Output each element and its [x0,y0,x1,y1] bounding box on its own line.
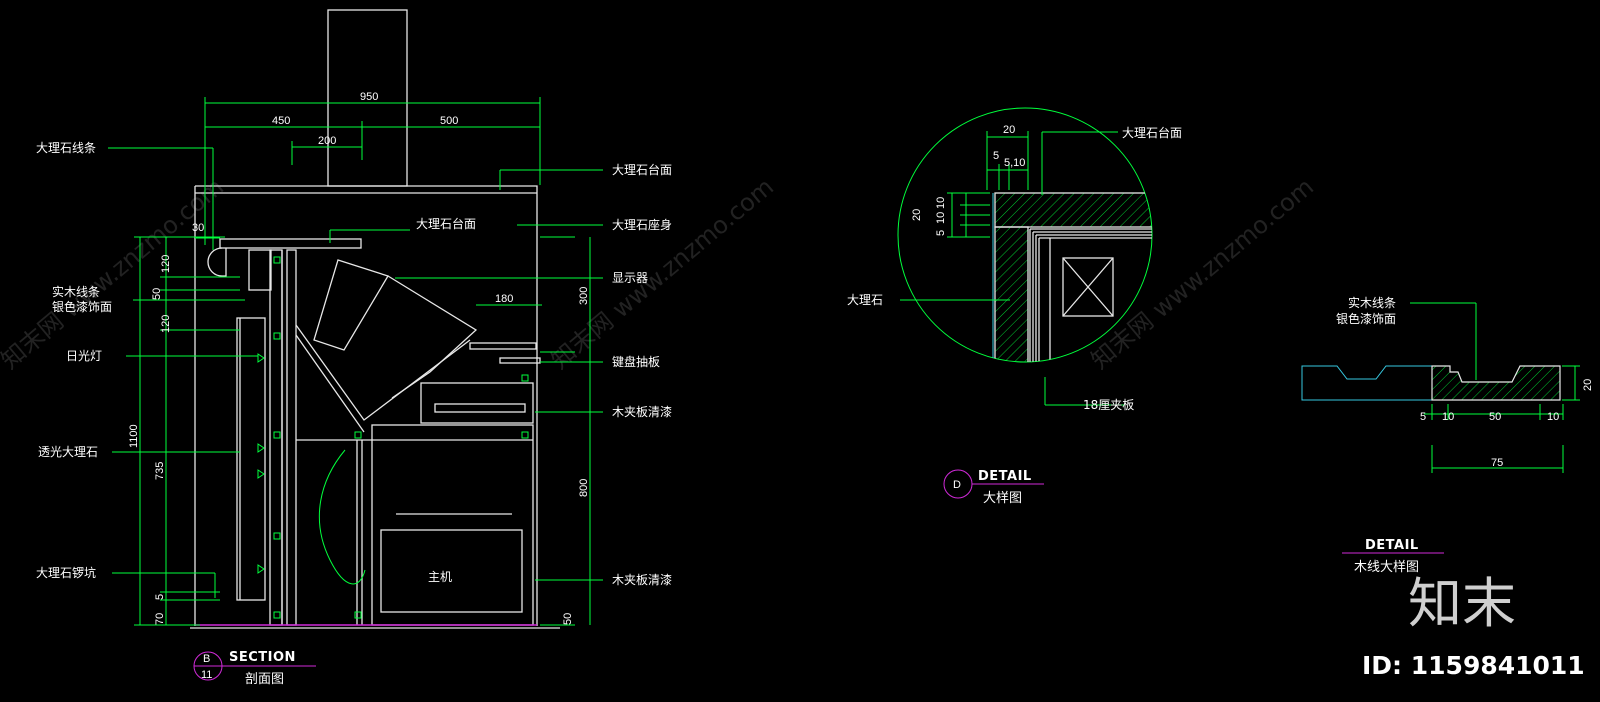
label-marble-body: 大理石座身 [612,217,672,232]
section-dim-lines [108,97,603,626]
dim-1100: 1100 [128,424,140,448]
label-fluorescent: 日光灯 [66,349,102,363]
section-title: SECTION [229,650,296,665]
label-silver-paint: 银色漆饰面 [52,300,112,314]
label-marble-counter-inner: 大理石台面 [416,216,476,231]
dim-500: 500 [440,115,458,127]
dim-75: 75 [1491,457,1503,469]
label-marble-top: 大理石台面 [1122,125,1182,140]
dim-30: 30 [192,222,204,234]
dim-200: 200 [318,135,336,147]
dim-20: 20 [1003,124,1015,136]
dim-20v: 20 [911,209,923,221]
label-translucent-marble: 透光大理石 [38,445,98,459]
detail-d-subtitle: 大样图 [983,491,1022,506]
dim-10b: 10 [935,212,947,224]
label-plywood-18: 18厘夹板 [1083,398,1134,412]
molding-profile [207,247,227,277]
dim-120a: 120 [160,255,172,273]
dim-800: 800 [578,479,590,497]
dim-10b: 10 [1547,411,1559,423]
section-title-block: B 11 SECTION 剖面图 [193,650,316,687]
section-drawing [190,9,560,629]
marble-body-outline [194,185,538,626]
dim-735: 735 [154,462,166,480]
dim-5: 5 [1420,411,1426,423]
dim-5: 5 [993,150,999,162]
detail-d-title-block: D DETAIL 大样图 [943,469,1044,506]
molding-profile-cyan [1301,365,1433,401]
marker-bottom: 11 [201,669,212,681]
dim-20: 20 [1582,379,1594,391]
dim-180: 180 [495,293,513,305]
section-labels: 大理石线条 实木线条 银色漆饰面 日光灯 透光大理石 大理石锣坑 大理石台面 大… [36,141,672,587]
label-marble-counter-top: 大理石台面 [612,162,672,177]
label-paint: 银色漆饰面 [1336,312,1396,326]
wood-detail-title-block: DETAIL 木线大样图 [1342,538,1444,575]
dim-5v: 5 [935,230,947,236]
wood-molding-detail: 实木线条 银色漆饰面 5 10 50 10 75 20 [1301,295,1594,473]
monitor-shape [313,259,389,351]
wood-detail-title: DETAIL [1365,538,1419,553]
dim-50a: 50 [151,288,163,300]
dim-300: 300 [578,287,590,305]
counter-top [219,238,362,249]
dim-10a: 10 [935,197,947,209]
label-solid-wood-molding: 实木线条 [52,284,100,299]
label-molding: 实木线条 [1348,295,1396,310]
dim-120b: 120 [160,315,172,333]
label-keyboard-tray: 键盘抽板 [612,354,660,369]
label-marble: 大理石 [847,293,883,307]
dim-10a: 10 [1442,411,1454,423]
label-marble-molding: 大理石线条 [36,141,96,155]
detail-d-marker-letter: D [953,479,961,491]
label-plywood-clear-b: 木夹板清漆 [612,573,672,587]
section-dimension-texts: 950 450 500 200 30 120 50 120 1100 735 5… [128,91,590,625]
dim-50: 50 [1489,411,1501,423]
dim-450: 450 [272,115,290,127]
wood-detail-subtitle: 木线大样图 [1354,560,1419,575]
brand-watermark: 知末 ID: 1159841011 [1362,572,1585,680]
label-plywood-clear-a: 木夹板清漆 [612,405,672,419]
marker-top: B [203,653,210,665]
detail-d-title: DETAIL [978,469,1032,484]
label-host: 主机 [428,570,452,584]
dim-70: 70 [154,613,166,625]
watermark-text: 知末网 www.znzmo.com [546,173,779,375]
image-id: ID: 1159841011 [1362,651,1585,680]
detail-d-drawing: 20 5 5,10 20 10 10 5 大理石台面 大理石 18厘夹板 [847,107,1182,412]
dim-50b: 50 [562,613,574,625]
label-monitor: 显示器 [612,271,648,285]
dim-5: 5 [154,594,166,600]
brand-logo: 知末 [1408,572,1516,635]
host-box [380,529,523,613]
dim-5-10: 5,10 [1004,157,1025,169]
label-marble-groove: 大理石锣坑 [36,565,96,580]
dim-950: 950 [360,91,378,103]
section-subtitle: 剖面图 [245,672,284,687]
